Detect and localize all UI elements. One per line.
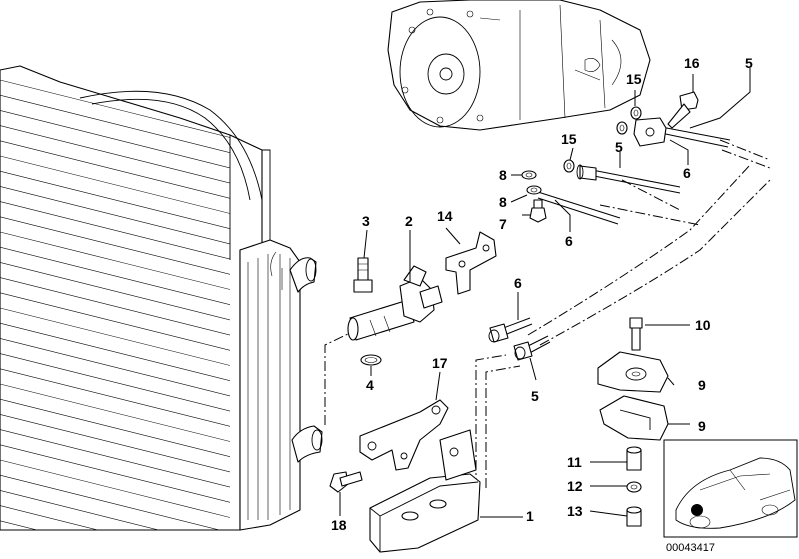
radiator-fin bbox=[0, 125, 230, 184]
callout-17: 17 bbox=[432, 355, 448, 371]
callout-6-top: 6 bbox=[683, 165, 691, 181]
radiator-fin bbox=[0, 307, 230, 367]
radiator-fin bbox=[0, 292, 230, 352]
callout-10: 10 bbox=[695, 317, 711, 333]
radiator-fin bbox=[0, 490, 230, 530]
callout-5-middle: 5 bbox=[615, 139, 623, 155]
radiator-fin bbox=[0, 140, 230, 200]
radiator-fin bbox=[0, 368, 230, 428]
radiator-fin bbox=[0, 79, 230, 139]
radiator-fin bbox=[0, 353, 230, 412]
callout-8-upper: 8 bbox=[499, 167, 507, 183]
radiator-fin bbox=[0, 216, 230, 276]
callout-5-top: 5 bbox=[745, 55, 753, 71]
radiator-fin bbox=[0, 155, 230, 215]
leader-lines bbox=[339, 68, 751, 518]
callout-1: 1 bbox=[526, 508, 534, 524]
radiator-drawing bbox=[0, 65, 323, 531]
radiator-fin bbox=[0, 505, 230, 530]
radiator-fin bbox=[0, 474, 230, 530]
radiator-fin bbox=[0, 383, 230, 443]
radiator-fin bbox=[0, 429, 230, 488]
transmission-drawing bbox=[387, 0, 651, 131]
bracket-17 bbox=[359, 399, 449, 471]
callout-8-lower: 8 bbox=[499, 194, 507, 210]
radiator-fin bbox=[0, 231, 230, 291]
radiator-fin bbox=[0, 398, 230, 458]
radiator-fin bbox=[0, 246, 230, 306]
radiator-fin bbox=[0, 262, 230, 321]
radiator-fin bbox=[0, 201, 230, 260]
callout-16: 16 bbox=[684, 55, 700, 71]
callout-2: 2 bbox=[405, 213, 413, 229]
callout-3: 3 bbox=[362, 213, 370, 229]
radiator-fin bbox=[0, 94, 230, 154]
callout-9-lower: 9 bbox=[698, 418, 706, 434]
radiator-fin bbox=[0, 277, 230, 336]
radiator-fin bbox=[0, 338, 230, 397]
radiator-fin bbox=[0, 170, 230, 230]
holder-9-upper bbox=[597, 351, 669, 393]
callout-9-upper: 9 bbox=[698, 377, 706, 393]
location-marker bbox=[691, 504, 703, 516]
oil-cooler bbox=[369, 429, 481, 553]
radiator-fin bbox=[0, 444, 230, 504]
bracket-14 bbox=[445, 231, 497, 295]
radiator-fin bbox=[0, 414, 230, 473]
holder-9-lower bbox=[599, 395, 669, 441]
radiator-fin bbox=[0, 322, 230, 382]
routing-lines bbox=[324, 139, 771, 488]
callout-11: 11 bbox=[567, 454, 582, 470]
line-bracket bbox=[633, 117, 667, 147]
small-parts bbox=[329, 91, 699, 527]
callout-14: 14 bbox=[437, 208, 453, 224]
diagram-reference-number: 00043417 bbox=[666, 542, 715, 554]
vehicle-location-inset bbox=[663, 439, 798, 538]
callout-13: 13 bbox=[567, 503, 583, 519]
callout-6-lower: 6 bbox=[514, 275, 522, 291]
callout-6-middle: 6 bbox=[565, 233, 573, 249]
callout-18: 18 bbox=[331, 517, 347, 533]
callout-7: 7 bbox=[499, 216, 507, 232]
radiator-fin bbox=[0, 459, 230, 519]
radiator-fin bbox=[0, 186, 230, 245]
callout-12: 12 bbox=[567, 478, 583, 494]
thermostat-valve bbox=[347, 265, 443, 341]
callout-5-lower: 5 bbox=[531, 388, 539, 404]
callout-15-middle: 15 bbox=[561, 131, 577, 147]
oil-lines bbox=[488, 125, 731, 361]
callout-15-top: 15 bbox=[626, 71, 642, 87]
callout-4: 4 bbox=[366, 377, 374, 393]
radiator-fin bbox=[0, 110, 230, 169]
